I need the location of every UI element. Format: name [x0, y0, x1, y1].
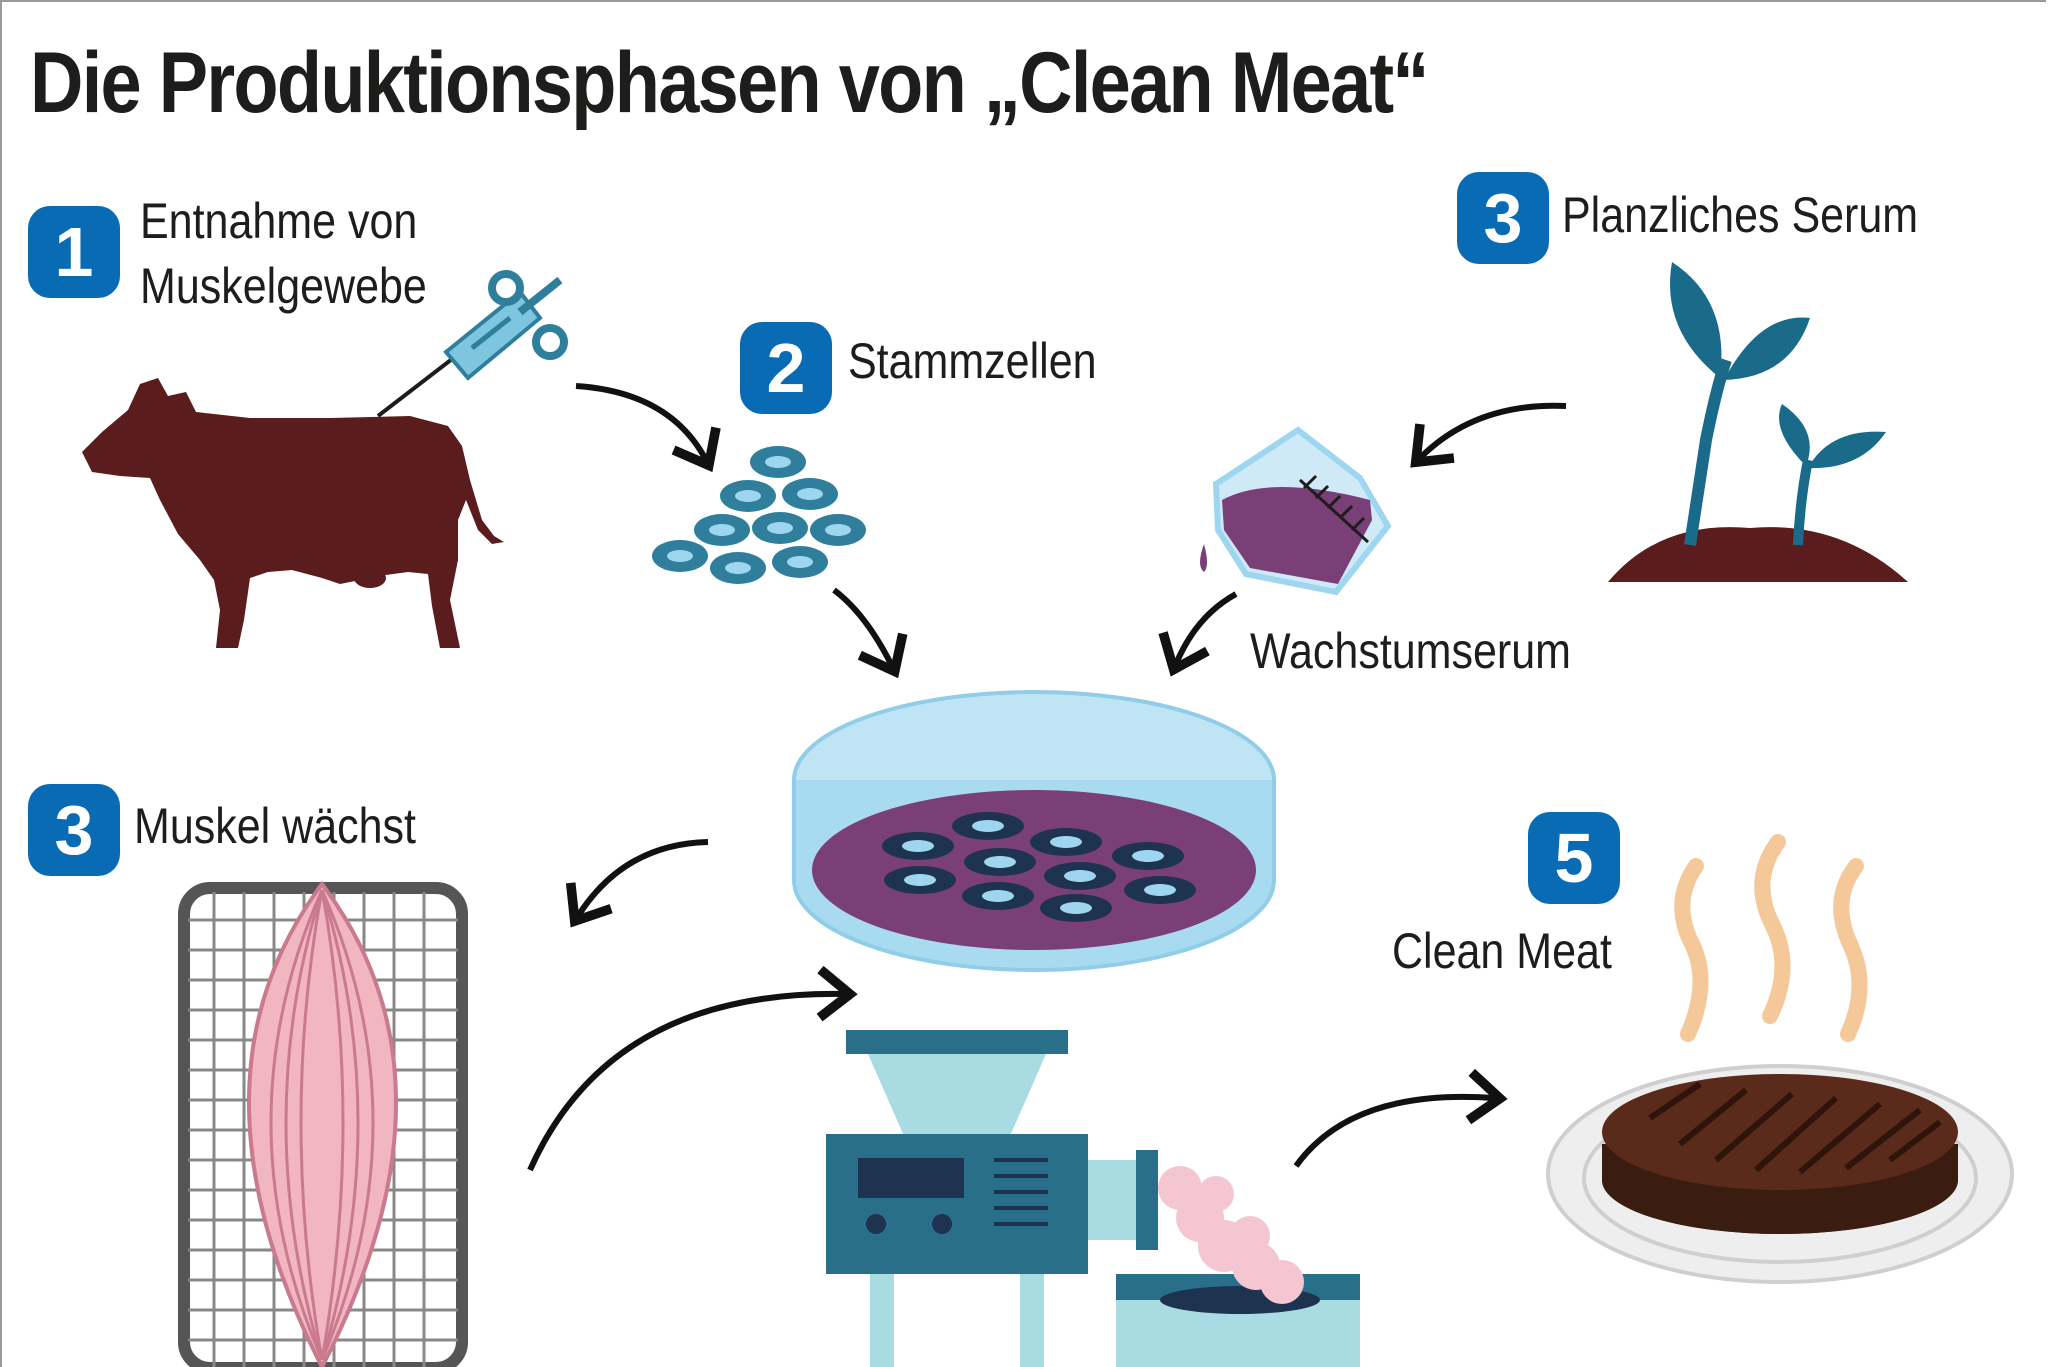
step-2-label: Stammzellen	[848, 333, 1097, 389]
growth-serum-label: Wachstumserum	[1250, 623, 1571, 679]
arrow-cells-to-dish	[832, 587, 908, 679]
arrow-beaker-to-dish	[1158, 591, 1238, 677]
page-title: Die Produktionsphasen von „Clean Meat“	[30, 35, 1429, 131]
step-1-label-line1: Entnahme von	[140, 193, 418, 249]
cow-icon	[82, 378, 504, 648]
stem-cells-icon	[652, 446, 866, 584]
step-2-badge: 2	[740, 322, 832, 414]
step-3-serum-badge: 3	[1457, 172, 1549, 264]
step-5-label: Clean Meat	[1392, 923, 1612, 979]
arrow-dish-to-muscle	[565, 839, 709, 928]
steam-icon	[1674, 834, 1868, 1042]
step-3-muscle-badge: 3	[28, 784, 120, 876]
process-arrows	[527, 383, 1567, 1172]
beaker-icon	[1200, 426, 1392, 596]
step-5-badge: 5	[1528, 812, 1620, 904]
arrow-cow-to-cells	[575, 383, 721, 473]
step-3-serum-label: Planzliches Serum	[1562, 187, 1919, 243]
step-3-muscle-label: Muskel wächst	[134, 798, 416, 854]
muscle-grid-icon	[178, 880, 468, 1367]
petri-dish-icon	[792, 690, 1276, 972]
syringe-icon	[376, 270, 568, 418]
arrow-muscle-to-grinder	[527, 965, 858, 1172]
arrow-plant-to-beaker	[1410, 402, 1567, 468]
steak-plate-icon	[1546, 1064, 2014, 1284]
arrow-grinder-to-steak	[1293, 1068, 1508, 1168]
meat-grinder-icon	[826, 1030, 1360, 1367]
plant-icon	[1608, 262, 1908, 582]
step-1-label-line2: Muskelgewebe	[140, 258, 427, 314]
step-1-badge: 1	[28, 206, 120, 298]
